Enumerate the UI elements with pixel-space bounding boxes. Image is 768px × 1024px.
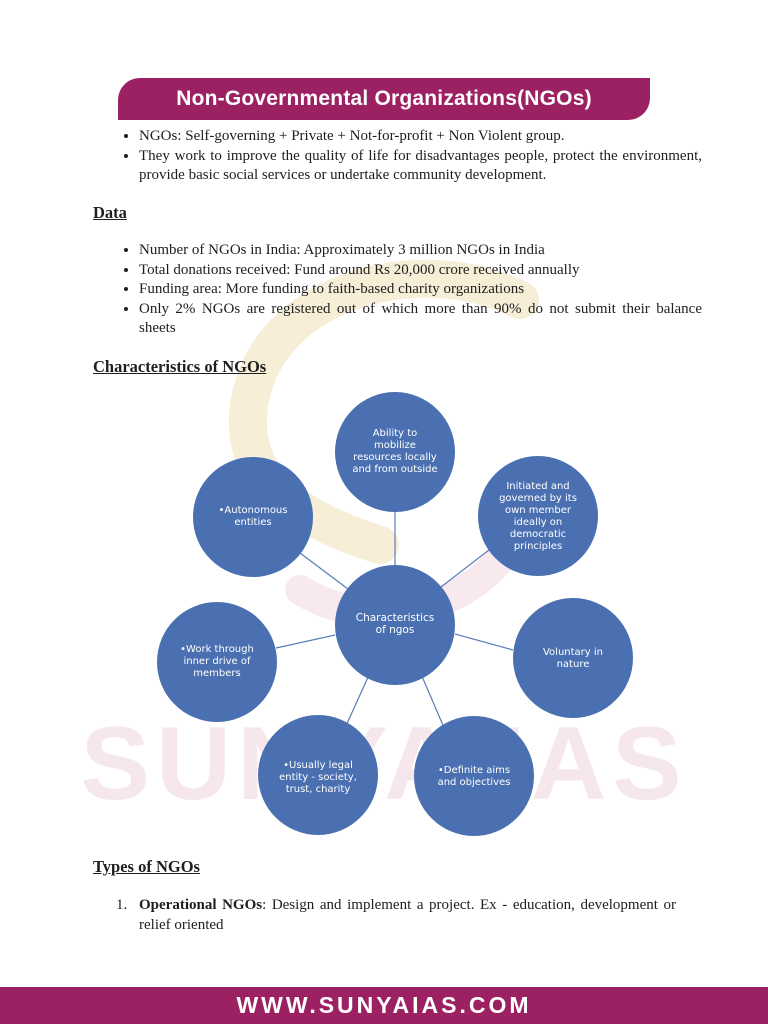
node-label: •Definite aims and objectives bbox=[437, 765, 511, 788]
node-label: Initiated and governed by its own member… bbox=[499, 481, 577, 552]
node-label: Voluntary in nature bbox=[542, 647, 603, 670]
footer-bar: WWW.SUNYAIAS.COM bbox=[0, 987, 768, 1024]
connector-line bbox=[454, 633, 514, 651]
diagram-node bbox=[193, 457, 313, 577]
connector-line bbox=[440, 542, 499, 588]
intro-bullet: They work to improve the quality of life… bbox=[139, 147, 702, 186]
characteristics-heading: Characteristics of NGOs bbox=[93, 357, 267, 376]
diagram-node bbox=[478, 456, 598, 576]
diagram-node bbox=[335, 392, 455, 512]
title-banner: Non-Governmental Organizations(NGOs) bbox=[118, 78, 650, 120]
footer-url: WWW.SUNYAIAS.COM bbox=[236, 992, 532, 1018]
connector-line bbox=[420, 673, 446, 731]
data-list: Number of NGOs in India: Approximately 3… bbox=[112, 241, 702, 339]
node-label: Ability to mobilize resources locally an… bbox=[352, 428, 438, 475]
data-bullet: Only 2% NGOs are registered out of which… bbox=[139, 300, 702, 339]
node-label: •Autonomous entities bbox=[218, 505, 288, 528]
page-title: Non-Governmental Organizations(NGOs) bbox=[176, 87, 592, 110]
diagram-node bbox=[157, 602, 277, 722]
intro-list: NGOs: Self-governing + Private + Not-for… bbox=[112, 127, 702, 186]
diagram-center-node bbox=[335, 565, 455, 685]
data-bullet: Number of NGOs in India: Approximately 3… bbox=[139, 241, 702, 261]
center-label: Characteristics of ngos bbox=[355, 612, 435, 636]
connector-line bbox=[344, 674, 370, 729]
connector-line bbox=[299, 552, 349, 590]
types-heading: Types of NGOs bbox=[93, 857, 200, 876]
diagram-node bbox=[258, 715, 378, 835]
data-bullet: Funding area: More funding to faith-base… bbox=[139, 280, 702, 300]
type-term: Operational NGOs bbox=[139, 897, 263, 913]
connector-line bbox=[275, 634, 336, 649]
diagram-node bbox=[513, 598, 633, 718]
type-description: : Design and implement a project. Ex - e… bbox=[139, 897, 676, 933]
intro-bullet: NGOs: Self-governing + Private + Not-for… bbox=[139, 127, 702, 147]
node-label: •Usually legal entity - society, trust, … bbox=[279, 760, 357, 795]
node-label: •Work through inner drive of members bbox=[180, 644, 254, 679]
list-number: 1. bbox=[116, 897, 128, 913]
data-bullet: Total donations received: Fund around Rs… bbox=[139, 261, 702, 281]
list-item-body: Operational NGOs: Design and implement a… bbox=[139, 895, 676, 935]
diagram-node bbox=[414, 716, 534, 836]
data-heading: Data bbox=[93, 203, 127, 222]
